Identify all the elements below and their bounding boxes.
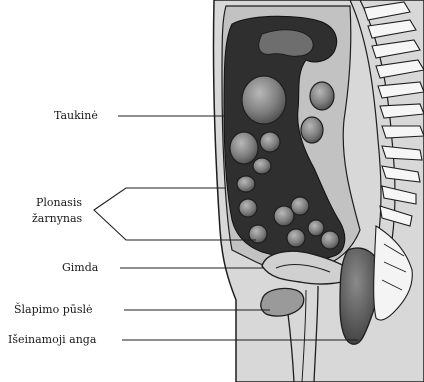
colon-loop-mid-right xyxy=(301,117,323,143)
label-plonasis-line2: žarnynas xyxy=(32,212,82,225)
colon-loop-upper-right xyxy=(310,82,334,110)
label-slapimo-pusle: Šlapimo pūslė xyxy=(14,303,93,316)
label-taukine: Taukinė xyxy=(54,109,98,122)
label-plonasis-line1: Plonasis xyxy=(36,196,82,209)
label-gimda: Gimda xyxy=(62,261,98,274)
colon-loop-large xyxy=(242,76,286,124)
label-iseinamoji-anga: Išeinamoji anga xyxy=(8,333,96,346)
transverse-colon xyxy=(259,30,313,57)
